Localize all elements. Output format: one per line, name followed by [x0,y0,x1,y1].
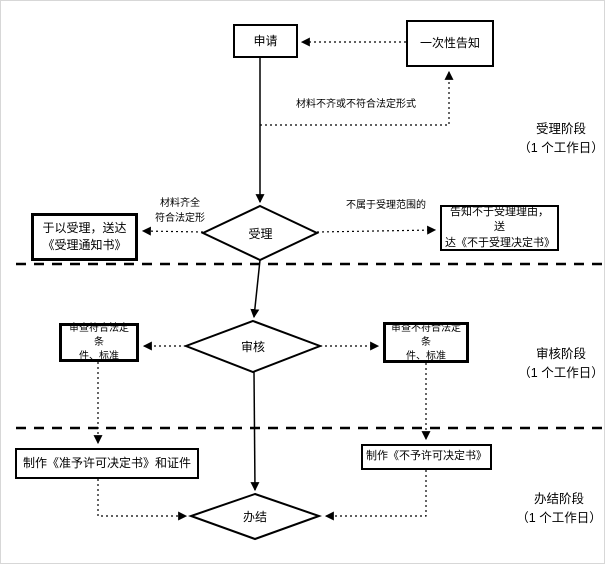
make-permit-box: 制作《准予许可决定书》和证件 [15,448,199,479]
review-pass-box: 审查符合法定条 件、标准 [59,323,139,362]
phase-finish-label: 办结阶段 （1 个工作日） [513,490,604,529]
edge-accept-to-acceptyes [141,226,204,236]
phase-review-label: 审核阶段 （1 个工作日） [517,345,604,384]
accept-diamond-shape [200,204,320,262]
review-diamond-shape [183,319,323,374]
edge-permit-to-finish [97,479,188,521]
phase-review-duration: （1 个工作日） [518,366,604,381]
finish-diamond-shape [187,492,323,541]
accept-yes-box: 于以受理，送达 《受理通知书》 [31,213,138,261]
one-time-notice-box: 一次性告知 [406,20,494,67]
out-of-scope-label: 不属于受理范围的 [346,200,426,211]
phase-review-name: 审核阶段 [535,347,586,361]
edge-accept-to-review [250,259,261,319]
make-denial-box: 制作《不予许可决定书》 [361,444,492,470]
edge-accept-to-acceptno [316,225,437,235]
edge-review-to-finish [250,371,260,492]
edge-denial-to-finish [324,470,427,521]
accept-diamond-label: 受理 [248,226,273,241]
phase-accept-label: 受理阶段 （1 个工作日） [517,120,604,159]
phase-accept-duration: （1 个工作日） [518,141,604,156]
phase-finish-duration: （1 个工作日） [516,511,602,526]
materials-complete-label: 材料齐全 符合法定形 [155,198,205,224]
review-diamond-label: 审核 [240,340,265,354]
finish-diamond-label: 办结 [242,510,267,524]
accept-no-box: 告知不于受理理由，送 达《不于受理决定书》 [440,205,559,251]
apply-box: 申请 [233,24,298,58]
materials-incomplete-label: 材料不齐或不符合法定形式 [296,99,416,110]
phase-accept-name: 受理阶段 [535,122,586,136]
phase-finish-name: 办结阶段 [533,492,584,506]
review-fail-box: 审查不符合法定条 件、标准 [383,322,469,363]
